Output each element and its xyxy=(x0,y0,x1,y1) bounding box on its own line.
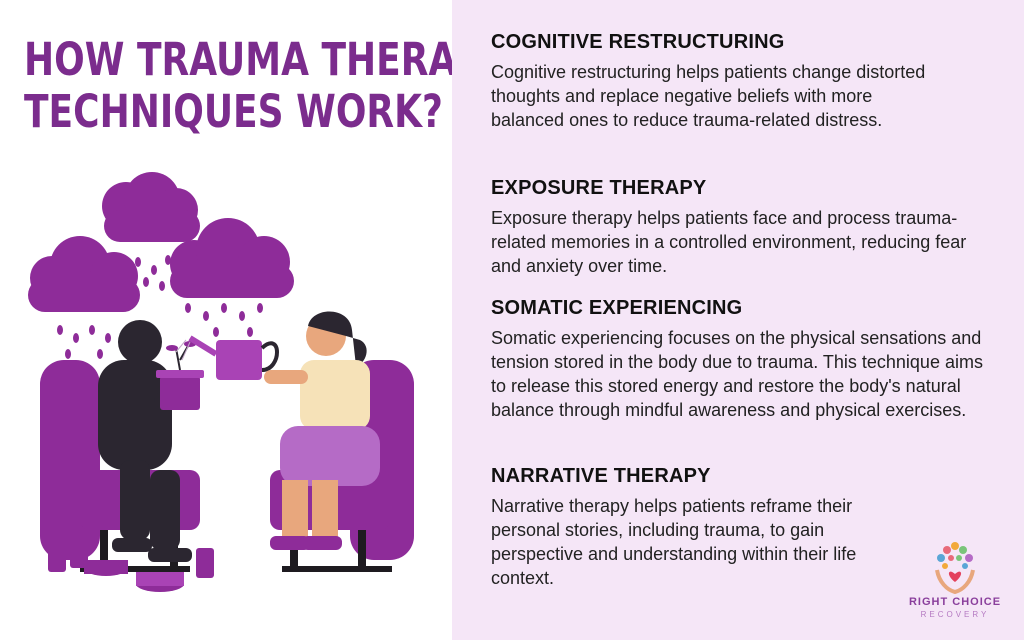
section-somatic-experiencing: SOMATIC EXPERIENCING Somatic experiencin… xyxy=(491,296,1011,422)
rain-cloud-icon xyxy=(28,236,140,359)
page-title: HOW TRAUMA THERAPY TECHNIQUES WORK? xyxy=(24,34,509,138)
title-line-1: HOW TRAUMA THERAPY xyxy=(24,33,509,86)
rain-cloud-icon xyxy=(170,218,294,337)
title-line-2: TECHNIQUES WORK? xyxy=(24,85,443,138)
tree-hands-icon xyxy=(935,542,975,595)
section-heading: COGNITIVE RESTRUCTURING xyxy=(491,31,785,53)
watering-can-icon xyxy=(175,335,279,380)
section-heading: EXPOSURE THERAPY xyxy=(491,177,707,199)
section-body: Cognitive restructuring helps patients c… xyxy=(491,62,926,130)
section-exposure-therapy: EXPOSURE THERAPY Exposure therapy helps … xyxy=(491,176,1011,278)
section-body: Narrative therapy helps patients reframe… xyxy=(491,496,857,588)
brand-subtitle: RECOVERY xyxy=(920,610,990,619)
section-cognitive-restructuring: COGNITIVE RESTRUCTURING Cognitive restru… xyxy=(491,30,1011,132)
plant-pot-icon xyxy=(156,341,204,410)
left-panel: HOW TRAUMA THERAPY TECHNIQUES WORK? xyxy=(0,0,509,640)
therapy-illustration xyxy=(28,172,414,592)
patient-figure xyxy=(98,320,192,562)
section-heading: SOMATIC EXPERIENCING xyxy=(491,297,743,319)
section-heading: NARRATIVE THERAPY xyxy=(491,465,711,487)
section-body: Exposure therapy helps patients face and… xyxy=(491,208,967,276)
rain-cloud-icon xyxy=(102,172,200,291)
section-body: Somatic experiencing focuses on the phys… xyxy=(491,328,983,420)
therapist-figure xyxy=(264,311,380,550)
section-narrative-therapy: NARRATIVE THERAPY Narrative therapy help… xyxy=(491,464,1011,590)
floor-items xyxy=(48,532,214,592)
brand-name: RIGHT CHOICE xyxy=(908,596,1002,608)
brand-logo: RIGHT CHOICE RECOVERY xyxy=(895,540,1015,630)
right-panel: COGNITIVE RESTRUCTURING Cognitive restru… xyxy=(452,0,1024,640)
